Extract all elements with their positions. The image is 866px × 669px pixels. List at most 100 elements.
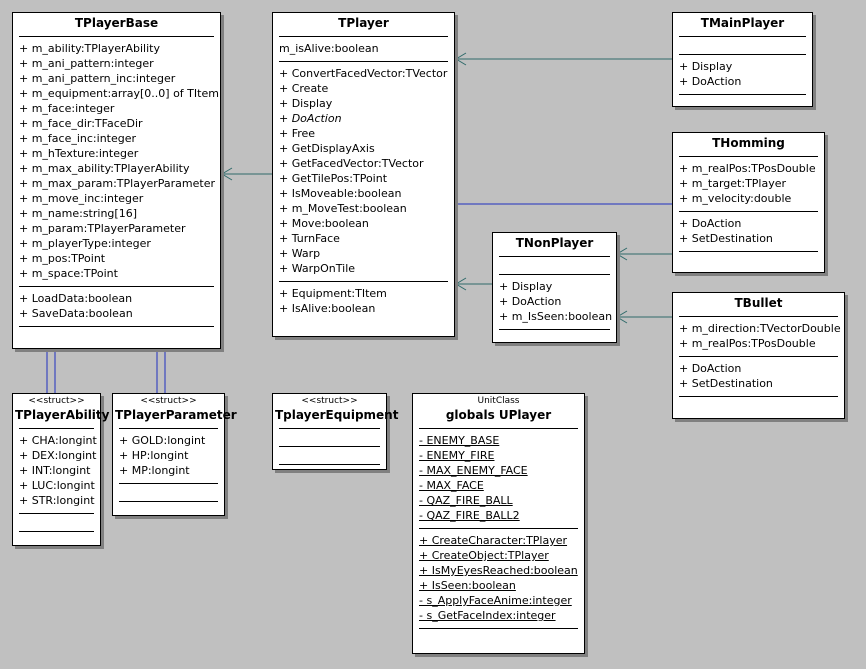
generalization-arrow-tnonplayer-1 <box>616 247 628 261</box>
class-name: TPlayer <box>338 16 389 30</box>
class-member: + CreateObject:TPlayer <box>419 549 549 562</box>
class-box-tplayerbase[interactable]: TPlayerBase + m_ability:TPlayerAbility+ … <box>12 12 221 349</box>
class-member: + m_param:TPlayerParameter <box>19 222 186 235</box>
class-member: + GetTilePos:TPoint <box>279 172 388 185</box>
class-member: - s_GetFaceIndex:integer <box>419 609 556 622</box>
class-member: - MAX_ENEMY_FACE <box>419 464 528 477</box>
class-name: TNonPlayer <box>515 236 594 250</box>
operations-section: + ConvertFacedVector:TVector + Create + Di… <box>273 64 454 279</box>
class-member: + Display <box>279 97 333 110</box>
class-member: - QAZ_FIRE_BALL2 <box>419 509 520 522</box>
class-member: + Display <box>499 280 553 293</box>
operations-section <box>113 486 224 499</box>
class-member: + Move:boolean <box>279 217 369 230</box>
class-member: + m_playerType:integer <box>19 237 151 250</box>
operations-section: + DoAction+ SetDestination <box>673 359 844 394</box>
class-stereotype: <<struct>> <box>28 396 85 406</box>
class-member: + GetFacedVector:TVector <box>279 157 424 170</box>
class-member: - s_ApplyFaceAnime:integer <box>419 594 572 607</box>
class-member: + Equipment:TItem <box>279 287 387 300</box>
class-name: THomming <box>712 136 785 150</box>
operations-section: + CreateCharacter:TPlayer + CreateObject:… <box>413 531 584 626</box>
attributes-section: m_isAlive:boolean <box>273 39 454 59</box>
class-member: + m_move_inc:integer <box>19 192 144 205</box>
class-member: + m_realPos:TPosDouble <box>679 337 816 350</box>
class-member: + IsAlive:boolean <box>279 302 376 315</box>
class-name: globals UPlayer <box>445 408 552 422</box>
attributes-section: + m_ability:TPlayerAbility + m_ani_patter… <box>13 39 220 284</box>
class-box-globals-uplayer[interactable]: UnitClass globals UPlayer - ENEMY_BASE - … <box>412 393 585 654</box>
class-member: + m_ani_pattern:integer <box>19 57 154 70</box>
class-member: + m_ani_pattern_inc:integer <box>19 72 176 85</box>
operations-section <box>13 516 100 529</box>
class-member: + m_name:string[16] <box>19 207 137 220</box>
class-member: + DoAction <box>679 75 742 88</box>
class-member: + m_hTexture:integer <box>19 147 139 160</box>
class-box-tmainplayer[interactable]: TMainPlayer + Display+ DoAction <box>672 12 813 107</box>
class-member: + m_MoveTest:boolean <box>279 202 407 215</box>
class-member: + Create <box>279 82 329 95</box>
operations-section <box>273 449 386 462</box>
class-name: TPlayerAbility <box>15 408 110 422</box>
attributes-section <box>493 259 616 272</box>
class-member: + DEX:longint <box>19 449 97 462</box>
class-box-tplayerability[interactable]: <<struct>> TPlayerAbility + CHA:longint+… <box>12 393 110 546</box>
class-member: + INT:longint <box>19 464 91 477</box>
operations-section: + Display + DoAction + m_IsSeen:boolean <box>493 277 616 327</box>
class-member: + m_direction:TVectorDouble <box>679 322 841 335</box>
attributes-section <box>273 431 386 444</box>
class-member: + m_realPos:TPosDouble <box>679 162 816 175</box>
class-member: + m_pos:TPoint <box>19 252 106 265</box>
attributes-section: + GOLD:longint+ HP:longint+ MP:longint <box>113 431 224 481</box>
class-stereotype: UnitClass <box>477 396 520 406</box>
attributes-section: + m_realPos:TPosDouble + m_target:TPlayer… <box>673 159 824 209</box>
class-member: + m_face_dir:TFaceDir <box>19 117 143 130</box>
class-box-tplayerparameter[interactable]: <<struct>> TPlayerParameter + GOLD:longi… <box>112 393 237 516</box>
class-member: + Display <box>679 60 733 73</box>
class-member: + WarpOnTile <box>279 262 356 275</box>
class-name: TPlayerParameter <box>115 408 237 422</box>
class-member: + HP:longint <box>119 449 189 462</box>
class-member: m_isAlive:boolean <box>279 42 379 55</box>
properties-section: + Equipment:TItem + IsAlive:boolean <box>273 284 454 319</box>
class-box-tplayer[interactable]: TPlayer m_isAlive:boolean + ConvertFaced… <box>272 12 455 337</box>
class-member: + DoAction <box>679 217 742 230</box>
generalization-arrow-tplayer-2 <box>455 277 467 291</box>
class-stereotype: <<struct>> <box>140 396 197 406</box>
class-name: TplayerEquipment <box>275 408 399 422</box>
class-member: + m_velocity:double <box>679 192 792 205</box>
class-name: TPlayerBase <box>74 16 159 30</box>
class-member: + IsMyEyesReached:boolean <box>419 564 578 577</box>
class-member: + DoAction <box>499 295 562 308</box>
class-member: + m_max_ability:TPlayerAbility <box>19 162 190 175</box>
class-member: + SaveData:boolean <box>19 307 133 320</box>
class-box-tbullet[interactable]: TBullet + m_direction:TVectorDouble + m_r… <box>672 292 845 419</box>
class-member: + DoAction <box>679 362 742 375</box>
class-member: - ENEMY_BASE <box>419 434 500 447</box>
class-member: + ConvertFacedVector:TVector <box>279 67 448 80</box>
operations-section: + DoAction+ SetDestination <box>673 214 824 249</box>
class-member: + m_space:TPoint <box>19 267 118 280</box>
class-member: + LUC:longint <box>19 479 95 492</box>
class-box-tnonplayer[interactable]: TNonPlayer + Display + DoAction + m_IsSeen… <box>492 232 617 343</box>
operations-section: + Display + DoAction <box>673 57 812 92</box>
class-member: + DoAction <box>279 112 342 125</box>
class-member: + CreateCharacter:TPlayer <box>419 534 568 547</box>
class-box-tplayerequipment[interactable]: <<struct>> TplayerEquipment <box>272 393 399 470</box>
class-member: + MP:longint <box>119 464 190 477</box>
class-member: + m_ability:TPlayerAbility <box>19 42 160 55</box>
class-member: + m_IsSeen:boolean <box>499 310 613 323</box>
attributes-section: + m_direction:TVectorDouble + m_realPos:T… <box>673 319 844 354</box>
class-name: TBullet <box>734 296 783 310</box>
class-member: + IsMoveable:boolean <box>279 187 402 200</box>
class-member: + STR:longint <box>19 494 95 507</box>
class-member: + m_target:TPlayer <box>679 177 787 190</box>
attributes-section: + CHA:longint+ DEX:longint+ INT:longint+… <box>13 431 100 511</box>
class-member: + IsSeen:boolean <box>419 579 516 592</box>
class-box-thomming[interactable]: THomming + m_realPos:TPosDouble + m_targe… <box>672 132 825 273</box>
generalization-arrow-tplayer-1 <box>455 52 467 66</box>
attributes-section <box>673 39 812 52</box>
class-member: - QAZ_FIRE_BALL <box>419 494 513 507</box>
